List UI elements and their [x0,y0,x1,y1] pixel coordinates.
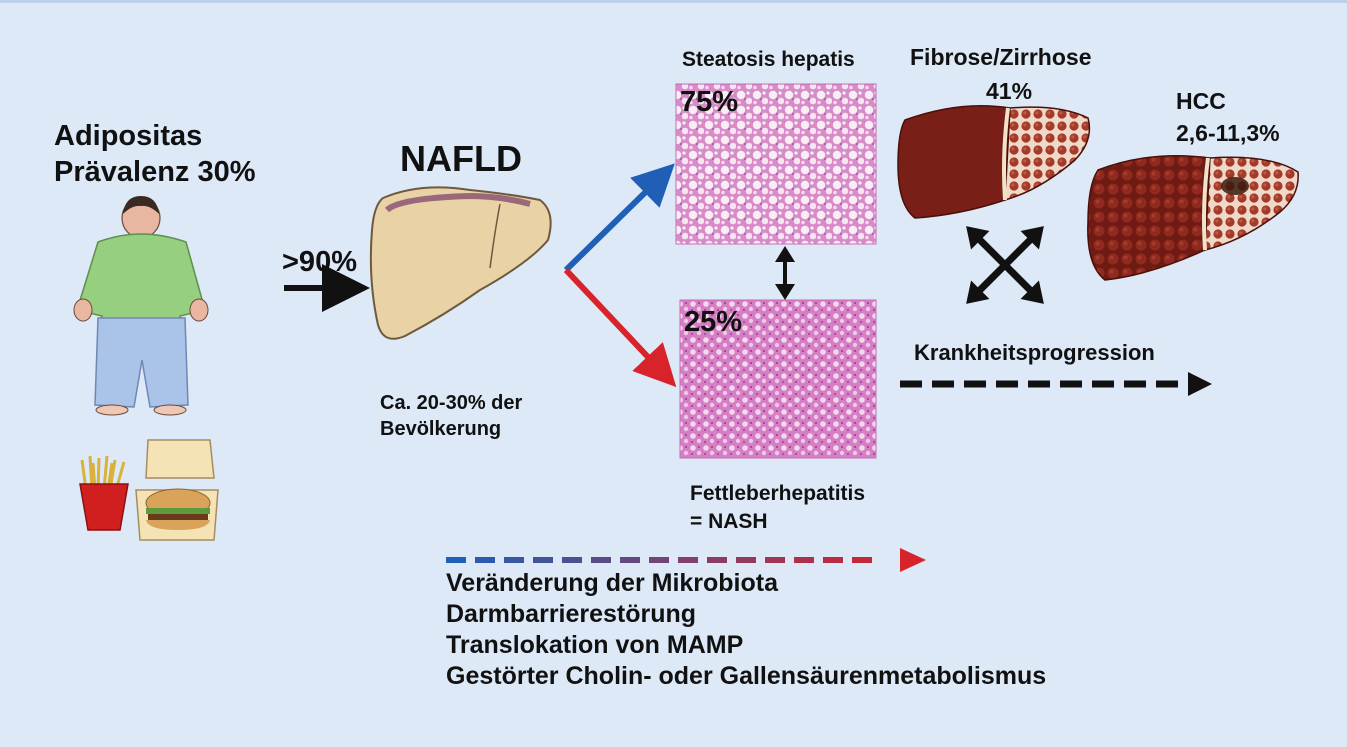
obesity-title: Adipositas Prävalenz 30% [54,118,256,190]
nafld-note: Ca. 20-30% der Bevölkerung [380,390,522,442]
four-way-arrow-icon [966,226,1044,304]
gradient-dash [620,557,640,563]
gradient-arrowhead [900,548,926,572]
nafld-title: NAFLD [400,138,522,179]
nafld-note-line1: Ca. 20-30% der [380,392,523,414]
obese-person-icon [73,196,209,416]
nash-percent: 25% [684,306,743,338]
gradient-dash [823,557,843,563]
gradient-dash [591,557,611,563]
steatosis-histology-image [675,83,877,245]
fibrosis-percent: 41% [986,78,1033,104]
arrow-to-steatosis [563,163,675,273]
factor-item: Translokation von MAMP [446,631,744,659]
double-arrow-vertical [775,246,795,300]
gradient-dash [678,557,698,563]
nash-title: Fettleberhepatitis = NASH [690,480,865,536]
gradient-dash [649,557,669,563]
healthy-liver-icon [369,186,552,340]
progression-arrowhead [1188,372,1212,396]
hcc-title: HCC [1176,88,1226,114]
factor-item: Veränderung der Mikrobiota [446,569,779,597]
french-fries-icon [79,455,129,531]
hcc-percent: 2,6-11,3% [1176,120,1280,146]
nash-title-line1: Fettleberhepatitis [690,482,866,505]
gradient-dash [562,557,582,563]
progression-label: Krankheitsprogression [914,340,1155,365]
factor-item: Darmbarrierestörung [446,600,697,628]
factor-item: Gestörter Cholin- oder Gallensäurenmetab… [446,662,1047,690]
gradient-dash [765,557,785,563]
gradient-dash [794,557,814,563]
obesity-title-line2: Prävalenz 30% [54,156,256,188]
gradient-dash [736,557,756,563]
nafld-note-line2: Bevölkerung [380,418,502,440]
nash-title-line2: = NASH [690,510,768,533]
steatosis-title: Steatosis hepatis [682,48,855,71]
gradient-dash [852,557,872,563]
arrow-to-nash [563,267,677,388]
gradient-dash [504,557,524,563]
fibrosis-title: Fibrose/Zirrhose [910,44,1092,70]
hcc-liver-icon [1087,154,1299,281]
gradient-dash [707,557,727,563]
factor-gradient-arrow [446,548,926,572]
factor-list: Veränderung der Mikrobiota Darmbarrieres… [446,568,1046,692]
gradient-dash [533,557,553,563]
fibrosis-liver-icon [897,104,1091,219]
nash-histology-image [679,299,877,459]
gradient-dash [446,557,466,563]
arrow-label: >90% [282,246,357,278]
gradient-dash [475,557,495,563]
obesity-title-line1: Adipositas [54,120,203,152]
burger-box-icon [135,439,219,541]
steatosis-percent: 75% [680,86,739,118]
